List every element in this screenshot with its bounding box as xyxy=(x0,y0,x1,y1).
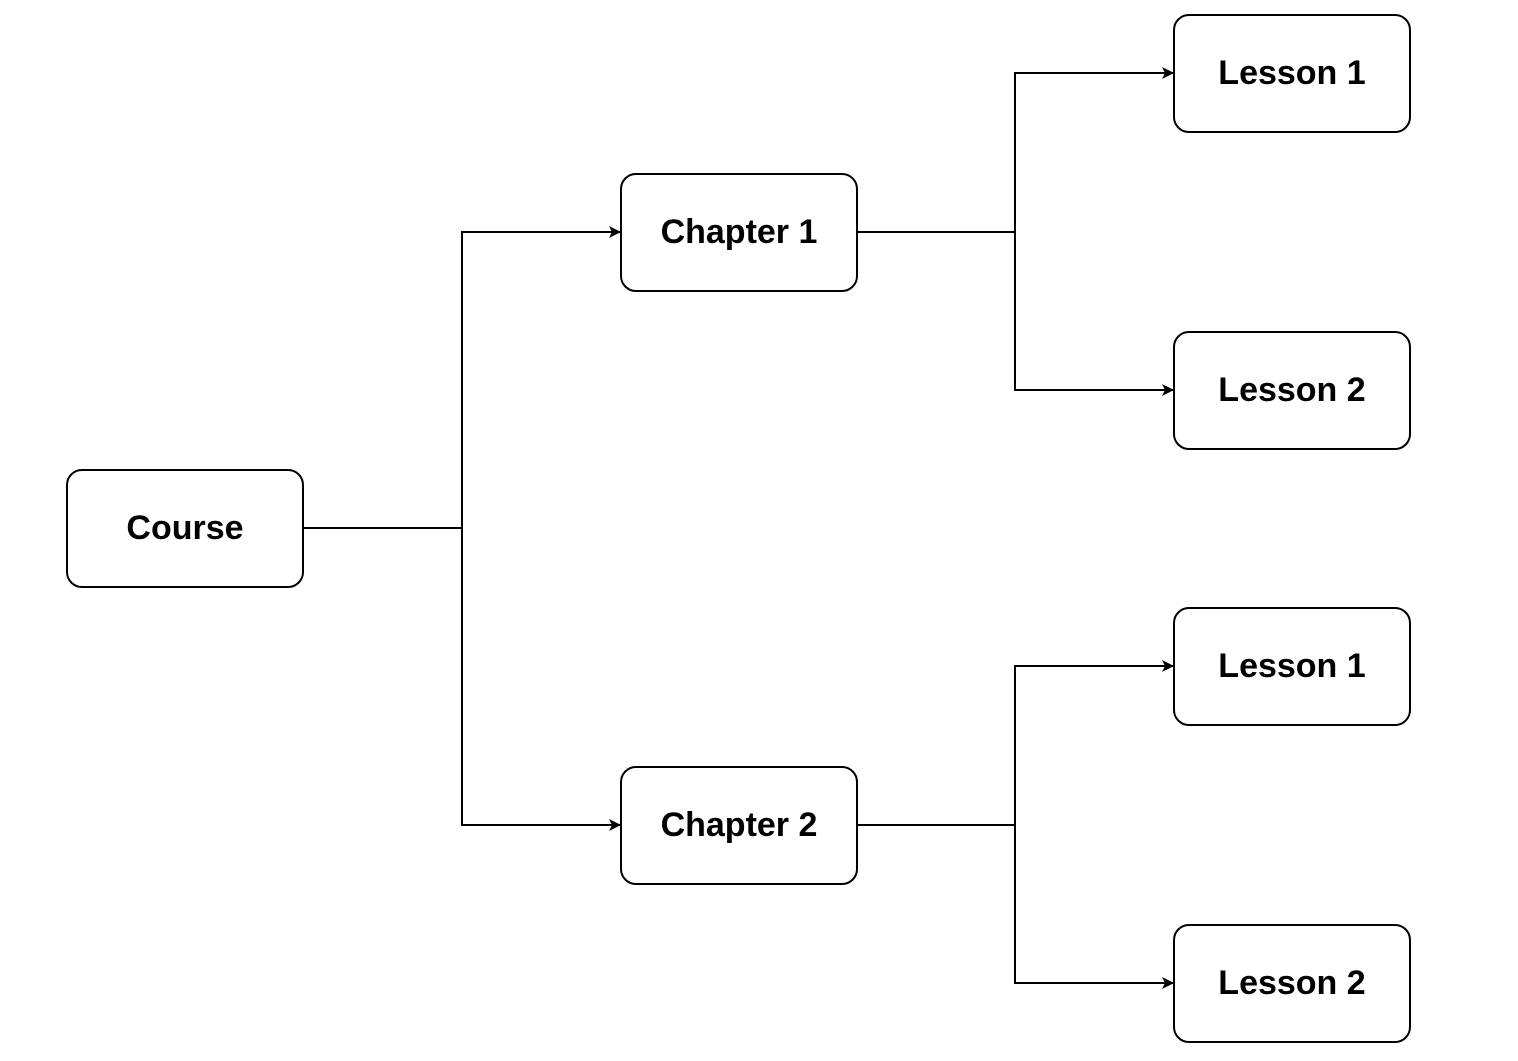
node-chapter-2-lesson-1[interactable]: Lesson 1 xyxy=(1173,607,1411,726)
node-chapter-1-lesson-1[interactable]: Lesson 1 xyxy=(1173,14,1411,133)
connector-chapter-2-lesson-1 xyxy=(1014,660,1174,825)
connector-course-chapter-2 xyxy=(461,528,621,831)
node-chapter-1[interactable]: Chapter 1 xyxy=(620,173,858,292)
node-chapter-1-lesson-2-label: Lesson 2 xyxy=(1218,371,1366,409)
connector-course-chapter-1 xyxy=(461,226,621,528)
node-chapter-2-lesson-2[interactable]: Lesson 2 xyxy=(1173,924,1411,1043)
node-chapter-1-lesson-1-label: Lesson 1 xyxy=(1218,54,1366,92)
node-chapter-2[interactable]: Chapter 2 xyxy=(620,766,858,885)
node-course-label: Course xyxy=(126,509,244,547)
connector-chapter-1-lesson-2 xyxy=(1014,232,1174,396)
node-course[interactable]: Course xyxy=(66,469,304,588)
node-chapter-2-label: Chapter 2 xyxy=(660,806,818,844)
node-chapter-2-lesson-2-label: Lesson 2 xyxy=(1218,964,1366,1002)
node-chapter-1-lesson-2[interactable]: Lesson 2 xyxy=(1173,331,1411,450)
node-chapter-2-lesson-1-label: Lesson 1 xyxy=(1218,647,1366,685)
connector-chapter-1-lesson-1 xyxy=(1014,67,1174,232)
node-chapter-1-label: Chapter 1 xyxy=(660,213,818,251)
connector-chapter-2-lesson-2 xyxy=(1014,825,1174,989)
